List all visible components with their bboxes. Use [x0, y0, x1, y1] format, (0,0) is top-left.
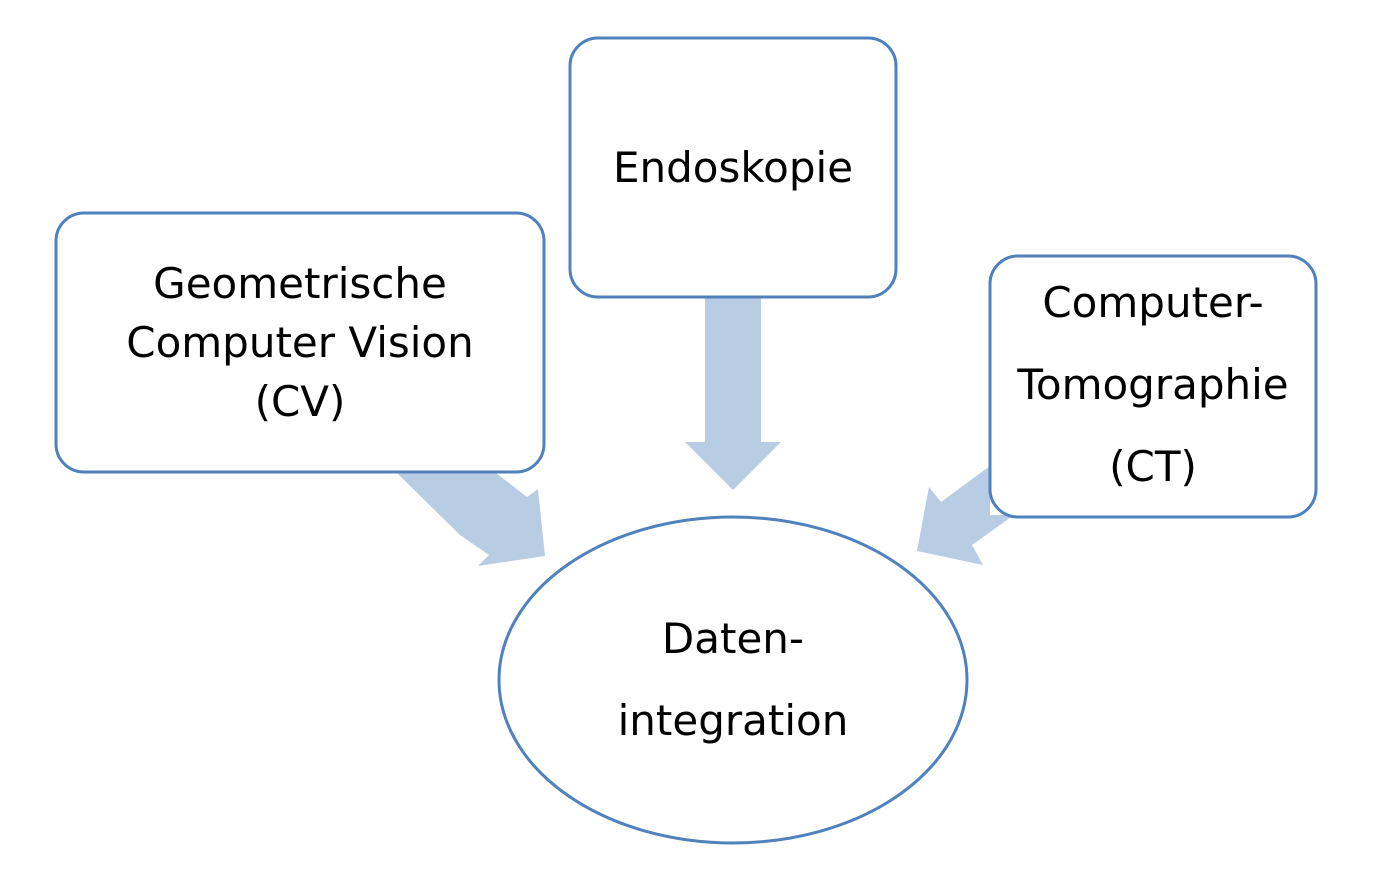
- node-ct-label-line3: (CT): [1109, 442, 1197, 491]
- node-endoskopie-label: Endoskopie: [613, 143, 853, 192]
- node-cv-label-line2: Computer Vision: [126, 318, 473, 367]
- node-integration-label-line2: integration: [618, 696, 849, 745]
- node-box-cv: [54, 211, 546, 474]
- node-box-ct: [988, 254, 1318, 519]
- node-box-endoskopie: [568, 36, 898, 299]
- node-ct-label-line2: Tomographie: [1016, 360, 1288, 409]
- node-ellipse-integration: [497, 515, 969, 845]
- node-cv-label-line3: (CV): [255, 377, 346, 426]
- node-cv-label-line1: Geometrische: [153, 259, 447, 308]
- arrow-cv-to-integration: [397, 473, 545, 566]
- node-ct-label-line1: Computer-: [1042, 278, 1263, 327]
- node-integration-label-line1: Daten-: [662, 614, 804, 663]
- arrow-endoskopie-to-integration: [685, 297, 781, 490]
